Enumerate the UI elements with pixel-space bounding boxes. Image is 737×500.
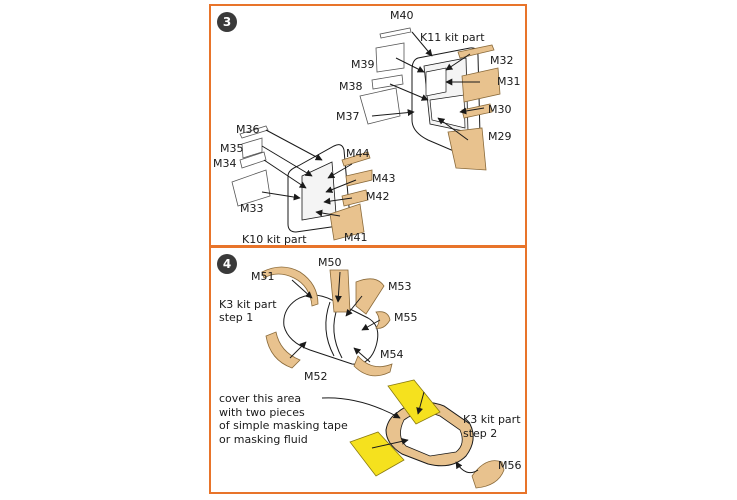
step3-k11-clear-pieces bbox=[359, 27, 412, 125]
mask-m52 bbox=[265, 331, 301, 369]
mask-m42 bbox=[341, 189, 369, 207]
mask-m53 bbox=[355, 278, 385, 315]
masking-note-line-3: of simple masking tape bbox=[219, 419, 348, 432]
label-m42: M42 bbox=[366, 190, 390, 203]
clear-m34 bbox=[239, 151, 267, 169]
label-m40: M40 bbox=[390, 9, 414, 22]
step-3-badge: 3 bbox=[217, 12, 237, 32]
mask-m31 bbox=[461, 67, 501, 103]
clear-m36 bbox=[239, 125, 269, 139]
step3-k10-clear-pieces bbox=[231, 125, 271, 207]
step4-step2-arrows bbox=[321, 391, 479, 474]
clear-m38 bbox=[371, 74, 404, 90]
label-m35: M35 bbox=[220, 142, 244, 155]
label-m50: M50 bbox=[318, 256, 342, 269]
label-m39: M39 bbox=[351, 58, 375, 71]
tape-lower bbox=[349, 431, 405, 477]
label-k3-step2-sub: step 2 bbox=[463, 427, 498, 440]
label-m29: M29 bbox=[488, 130, 512, 143]
step4-mask-m56 bbox=[471, 460, 505, 489]
mask-m51 bbox=[261, 266, 319, 307]
label-m56: M56 bbox=[498, 459, 522, 472]
masking-note-line-4: or masking fluid bbox=[219, 432, 308, 446]
masking-note-line-2: with two pieces bbox=[219, 405, 305, 419]
label-m38: M38 bbox=[339, 80, 363, 93]
label-m41: M41 bbox=[344, 231, 368, 244]
tape-upper bbox=[387, 379, 441, 425]
label-m37: M37 bbox=[336, 110, 360, 123]
step4-step1-arrows bbox=[289, 271, 381, 363]
label-m30: M30 bbox=[488, 103, 512, 116]
step-4-panel: 4 bbox=[209, 246, 527, 494]
step3-k10-arrows bbox=[261, 129, 357, 217]
mask-m32 bbox=[457, 44, 495, 59]
label-m55: M55 bbox=[394, 311, 418, 324]
clear-m33 bbox=[231, 169, 271, 207]
step-4-badge: 4 bbox=[217, 254, 237, 274]
label-m52: M52 bbox=[304, 370, 328, 383]
label-k10-kit-part: K10 kit part bbox=[242, 233, 307, 246]
label-m34: M34 bbox=[213, 157, 237, 170]
label-m33: M33 bbox=[240, 202, 264, 215]
step4-tape-pieces bbox=[349, 379, 441, 477]
masking-note: cover this area with two pieces of simpl… bbox=[219, 392, 348, 446]
step4-step1-mask-pieces bbox=[261, 266, 393, 377]
step3-k11-arrows bbox=[371, 31, 485, 141]
label-m53: M53 bbox=[388, 280, 412, 293]
k3-step2-part bbox=[385, 401, 474, 467]
masking-note-line-1: cover this area bbox=[219, 392, 302, 405]
step3-k10-mask-pieces bbox=[329, 151, 373, 241]
label-m31: M31 bbox=[497, 75, 521, 88]
label-m36: M36 bbox=[236, 123, 260, 136]
label-m32: M32 bbox=[490, 54, 514, 67]
label-k3-step2-title: K3 kit part bbox=[463, 413, 521, 426]
clear-m37 bbox=[359, 87, 401, 125]
label-k3-step1-sub: step 1 bbox=[219, 311, 254, 324]
mask-m55 bbox=[375, 311, 391, 329]
label-m44: M44 bbox=[346, 147, 370, 160]
clear-m35 bbox=[241, 137, 263, 159]
mask-m43 bbox=[345, 169, 373, 187]
mask-m44 bbox=[341, 151, 371, 167]
step3-k11-mask-pieces bbox=[447, 44, 501, 171]
label-k3-step1-title: K3 kit part bbox=[219, 298, 277, 311]
mask-m29 bbox=[447, 127, 487, 171]
clear-m40 bbox=[379, 27, 412, 39]
mask-m30 bbox=[461, 103, 493, 119]
k3-step1-part bbox=[283, 294, 379, 365]
label-m43: M43 bbox=[372, 172, 396, 185]
label-k11-kit-part: K11 kit part bbox=[420, 31, 485, 44]
clear-m39 bbox=[375, 42, 405, 73]
label-m54: M54 bbox=[380, 348, 404, 361]
label-m51: M51 bbox=[251, 270, 275, 283]
mask-m54 bbox=[353, 355, 393, 377]
mask-m41 bbox=[329, 203, 365, 241]
